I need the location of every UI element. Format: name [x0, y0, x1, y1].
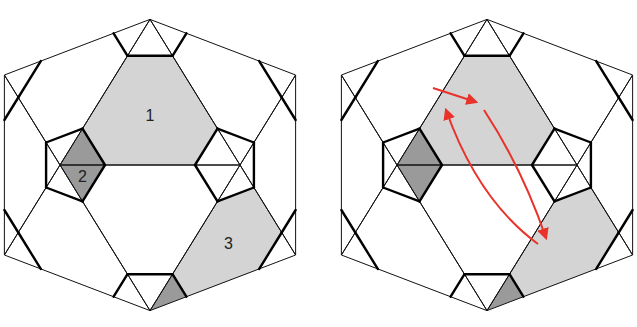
cut-line	[532, 129, 555, 165]
cut-line	[173, 274, 187, 297]
cut-line	[451, 274, 465, 297]
cut-line	[4, 210, 18, 233]
corner-piece	[487, 274, 523, 310]
cut-line	[619, 98, 633, 121]
face-edge	[4, 165, 150, 311]
cut-line	[259, 61, 282, 97]
cut-line	[83, 129, 106, 165]
face-edge	[487, 165, 633, 311]
cut-line	[383, 129, 419, 143]
cut-line	[128, 273, 173, 275]
callout-number: 2	[78, 169, 87, 185]
cut-line	[382, 143, 384, 188]
cut-line	[341, 210, 355, 233]
face-edge	[341, 75, 397, 255]
cut-line	[420, 165, 443, 201]
cut-line	[128, 55, 173, 57]
face-edge	[397, 19, 577, 165]
cut-line	[555, 188, 591, 202]
cut-line	[596, 233, 619, 269]
highlighted-piece	[510, 188, 619, 297]
face-edge	[240, 75, 296, 255]
move-arrow	[484, 110, 546, 238]
cut-line	[259, 233, 282, 269]
cut-line	[4, 98, 18, 121]
cut-line	[510, 274, 524, 297]
cut-line	[45, 143, 47, 188]
cut-line	[114, 33, 128, 56]
callout-number: 1	[146, 108, 155, 124]
corner-piece	[150, 274, 186, 310]
face-edge	[397, 165, 577, 311]
cut-line	[355, 233, 378, 269]
cut-line	[195, 129, 218, 165]
move-arrows	[433, 88, 546, 244]
cut-line	[173, 33, 187, 56]
cut-line	[18, 233, 41, 269]
cut-line	[218, 188, 254, 202]
cut-line	[619, 210, 633, 233]
highlighted-piece	[420, 56, 555, 165]
cut-line	[510, 33, 524, 56]
cut-line	[195, 165, 218, 201]
cut-line	[420, 129, 443, 165]
highlighted-piece	[83, 56, 218, 165]
cut-line	[253, 143, 255, 188]
cut-line	[451, 33, 465, 56]
face-edge	[487, 19, 633, 165]
puzzle-right	[341, 19, 632, 310]
highlighted-piece	[173, 188, 282, 297]
face-edge	[341, 19, 487, 165]
face-edge	[4, 75, 60, 255]
cut-line	[465, 55, 510, 57]
face-edge	[60, 19, 240, 165]
face-edge	[150, 19, 296, 165]
cut-line	[465, 273, 510, 275]
cut-line	[532, 165, 555, 201]
cut-line	[341, 98, 355, 121]
cut-line	[46, 188, 82, 202]
cut-line	[282, 98, 296, 121]
cut-line	[383, 188, 419, 202]
move-arrow	[446, 110, 538, 244]
face-edge	[341, 165, 487, 311]
cut-line	[18, 61, 41, 97]
cut-line	[218, 129, 254, 143]
face-edge	[150, 165, 296, 311]
move-arrow	[433, 88, 476, 102]
face-edge	[4, 19, 150, 165]
face-edge	[577, 75, 633, 255]
cut-line	[590, 143, 592, 188]
face-edge	[60, 165, 240, 311]
cut-line	[46, 129, 82, 143]
cut-line	[114, 274, 128, 297]
puzzle-left	[4, 19, 295, 310]
callout-number: 3	[224, 236, 233, 252]
cut-line	[282, 210, 296, 233]
cut-line	[355, 61, 378, 97]
cut-line	[555, 129, 591, 143]
cut-line	[596, 61, 619, 97]
